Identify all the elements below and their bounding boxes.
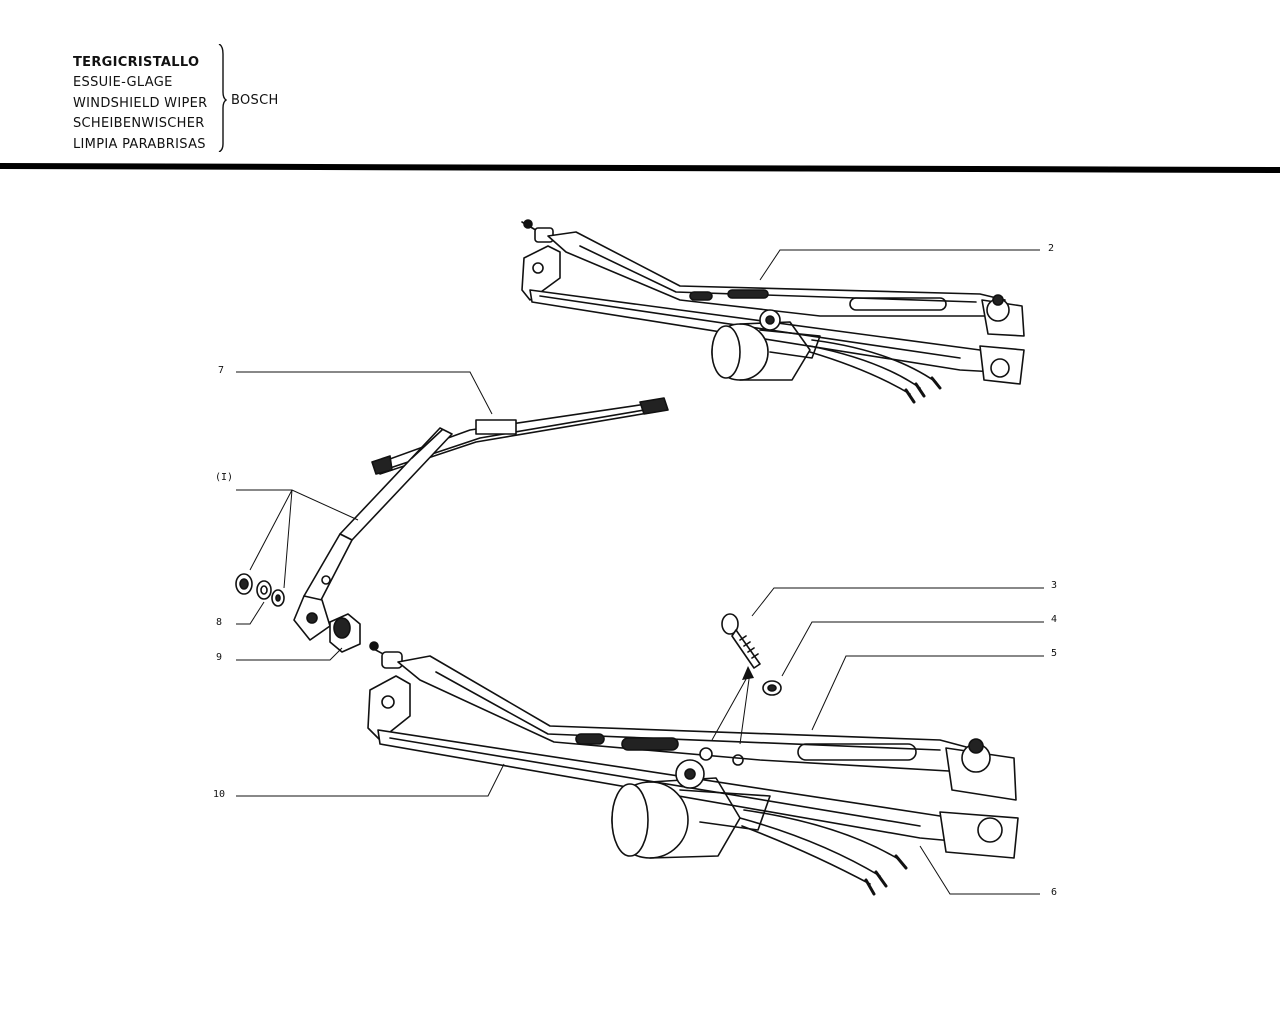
callout-I: (I) [215,472,234,483]
leader-2 [759,249,1040,281]
title-italian: TERGICRISTALLO [73,55,200,70]
wiper-linkage-assembly-bottom [367,641,1019,896]
leader-7 [236,371,493,415]
title-spanish: LIMPIA PARABRISAS [73,136,206,152]
leader-8 [236,601,265,625]
title-block: TERGICRISTALLO ESSUIE-GLAGE WINDSHIELD W… [73,53,207,155]
callout-3: 3 [1051,580,1058,591]
leader-6 [919,845,1040,895]
callout-8: 8 [216,617,223,628]
leader-5 [811,655,1044,731]
leader-3-4-mount [711,671,751,745]
header-rule [0,163,1280,173]
leader-4 [781,621,1044,677]
callout-5: 5 [1051,648,1058,659]
wiper-arm-and-blade [293,397,669,641]
title-brace [218,44,227,152]
leader-I [236,489,359,589]
washers-and-nut [235,573,361,653]
title-german: SCHEIBENWISCHER [73,116,205,132]
callout-10: 10 [213,789,226,800]
wiper-linkage-assembly-top [521,219,1025,404]
title-french: ESSUIE-GLAGE [73,75,173,91]
leader-3 [751,587,1044,617]
leader-9 [236,647,343,661]
title-english: WINDSHIELD WIPER [73,95,208,111]
brand-label: BOSCH [231,93,279,108]
callout-9: 9 [216,652,223,663]
callout-7: 7 [218,365,225,376]
leader-10 [236,763,505,797]
callout-4: 4 [1051,614,1058,625]
bolt-and-washer [721,613,782,696]
callout-2: 2 [1048,243,1055,254]
callout-6: 6 [1051,887,1058,898]
